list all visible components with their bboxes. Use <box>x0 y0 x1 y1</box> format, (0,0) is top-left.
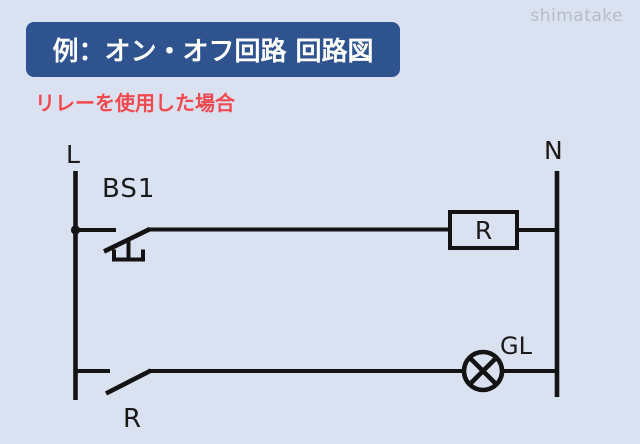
subtitle: リレーを使用した場合 <box>35 91 235 115</box>
lamp-cross-line-2 <box>467 355 499 387</box>
watermark: shimatake <box>530 6 623 26</box>
relay-coil-label: R <box>475 216 492 245</box>
pushbutton-actuator-bracket <box>112 249 145 262</box>
title-box: 例：オン・オフ回路 回路図 <box>26 22 400 77</box>
relay-contact-blade <box>104 368 153 396</box>
left-bus-label: L <box>66 140 80 169</box>
relay-contact-label: R <box>123 404 141 434</box>
page-title: 例：オン・オフ回路 回路図 <box>52 37 374 67</box>
right-bus-label: N <box>544 136 563 165</box>
lamp-label: GL <box>500 332 533 360</box>
pushbutton-label: BS1 <box>102 174 155 204</box>
